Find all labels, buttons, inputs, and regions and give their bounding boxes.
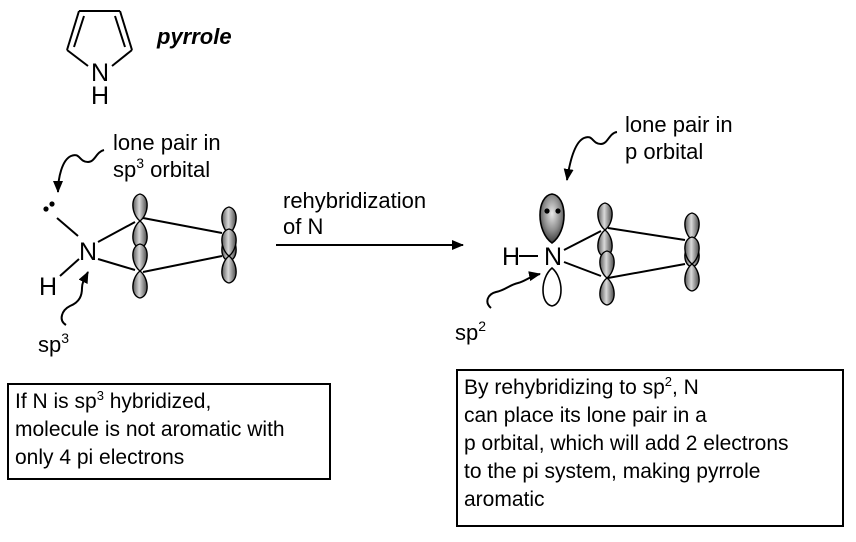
sp3-box-line1: If N is sp3 hybridized,	[15, 388, 212, 413]
p-orbital-lobe	[221, 206, 237, 235]
p-orbital-lobe	[597, 202, 613, 231]
pyrrole-h-label: H	[91, 82, 109, 110]
p-orbital-lobe	[599, 250, 615, 279]
right-p-orbitals	[597, 202, 700, 306]
sp2-box-line1: By rehybridizing to sp2, N	[464, 374, 699, 399]
lone-pair-dot	[43, 206, 49, 212]
left-hyb-label: sp3	[38, 330, 69, 357]
p-orbital-lobe	[684, 212, 700, 241]
p-orbital-lobe	[221, 255, 237, 284]
lone-pair-squiggle-arrow	[53, 149, 105, 193]
c2-c3-bond	[142, 217, 223, 234]
p-orbital-lobe	[132, 270, 148, 299]
p-orbital-lower-lobe	[542, 266, 562, 307]
sp3-explanation-box: If N is sp3 hybridized, molecule is not …	[7, 383, 331, 480]
sp2-squiggle-arrow	[486, 271, 541, 309]
left-lone-pair-note-line2: sp3 orbital	[113, 155, 210, 182]
pyrrole-double-bond	[73, 15, 85, 48]
left-n-label: N	[79, 238, 97, 266]
lone-pair-dot	[49, 201, 55, 207]
right-hyb-label: sp2	[455, 318, 486, 345]
right-lone-pair-note-line1: lone pair in	[625, 112, 733, 137]
c5-c4-bond	[142, 255, 223, 273]
n-c2-bond	[563, 230, 602, 251]
c2-c3-bond	[607, 227, 686, 241]
sp2-box-line3: p orbital, which will add 2 electrons	[464, 432, 789, 455]
pyrrole-bond	[111, 49, 133, 67]
n-lone-pair-bond	[56, 217, 79, 237]
pyrrole-structure	[66, 10, 133, 67]
c5-c4-bond	[607, 263, 686, 279]
pyrrole-n-label: N	[91, 59, 109, 87]
p-orbital-lobe	[684, 263, 700, 292]
pyrrole-bond	[66, 10, 80, 51]
right-n-label: N	[544, 243, 562, 271]
n-c5-bond	[97, 258, 136, 271]
sp3-box-line2: molecule is not aromatic with	[15, 418, 285, 441]
arrow-label-line1: rehybridization	[283, 188, 426, 213]
n-c2-bond	[97, 221, 136, 243]
n-h-bond	[59, 258, 80, 277]
pyrrole-title: pyrrole	[156, 24, 232, 49]
p-orbital-lobe	[599, 277, 615, 306]
sp2-box-line5: aromatic	[464, 488, 545, 511]
sp3-squiggle-arrow	[60, 271, 89, 326]
lone-pair-p-orbital-lobe	[539, 193, 565, 244]
pyrrole-bond	[119, 10, 133, 51]
p-orbital-lobe	[684, 236, 700, 265]
p-orbital-lobe	[132, 193, 148, 222]
left-h-label: H	[39, 273, 57, 301]
n-c5-bond	[563, 261, 602, 277]
lone-pair-squiggle-arrow	[563, 131, 618, 181]
p-orbital-lobe	[221, 228, 237, 257]
left-p-orbitals	[132, 193, 237, 299]
lone-pair-dot	[544, 208, 550, 214]
sp2-explanation-box: By rehybridizing to sp2, N can place its…	[456, 369, 844, 527]
right-h-label: H	[502, 243, 520, 271]
right-lone-pair-note-line2: p orbital	[625, 139, 703, 164]
sp3-box-line3: only 4 pi electrons	[15, 446, 185, 469]
left-lone-pair-note-line1: lone pair in	[113, 130, 221, 155]
sp2-box-line2: can place its lone pair in a	[464, 404, 707, 427]
arrow-label-line2: of N	[283, 214, 323, 239]
pyrrole-bond	[66, 49, 89, 67]
pyrrole-double-bond	[114, 15, 126, 48]
p-orbital-lobe	[132, 243, 148, 272]
lone-pair-dot	[555, 208, 561, 214]
sp2-box-line4: to the pi system, making pyrrole	[464, 460, 761, 483]
